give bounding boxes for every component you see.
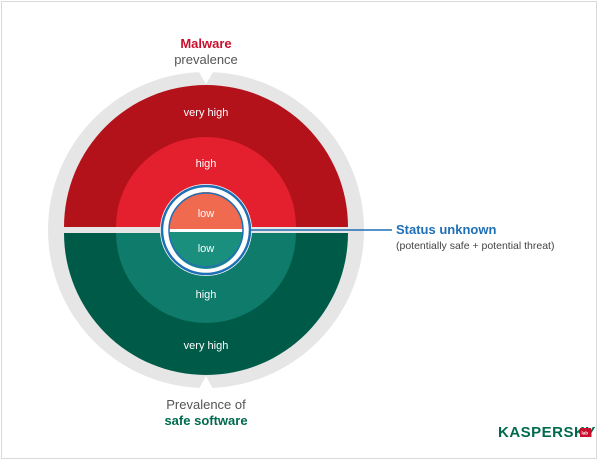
top-notch — [199, 72, 213, 84]
status-title: Status unknown — [396, 222, 496, 237]
safe-high-segment — [116, 233, 296, 323]
safe-very-high-label: very high — [184, 340, 229, 352]
logo-text: KASPERSKY — [498, 424, 596, 441]
malware-high-label: high — [196, 158, 217, 170]
malware-very-high-label: very high — [184, 107, 229, 119]
malware-low-label: low — [198, 208, 215, 220]
safe-low-segment — [169, 232, 243, 269]
malware-low-segment — [169, 192, 243, 229]
center-blue-inner-ring — [168, 192, 244, 268]
status-subtitle: (potentially safe + potential threat) — [396, 240, 554, 252]
logo-badge-icon — [580, 428, 591, 437]
safe-high-label: high — [196, 289, 217, 301]
malware-high-segment — [116, 137, 296, 227]
kaspersky-logo: KASPERSKY lab — [498, 424, 596, 441]
safe-low-label: low — [198, 243, 215, 255]
bottom-notch — [199, 376, 213, 389]
malware-header-accent: Malware — [180, 36, 231, 51]
malware-header-plain: prevalence — [174, 52, 238, 67]
safe-header-plain: Prevalence of — [166, 397, 246, 412]
safe-header-accent: safe software — [164, 413, 247, 428]
logo-badge-text: lab — [582, 431, 589, 436]
